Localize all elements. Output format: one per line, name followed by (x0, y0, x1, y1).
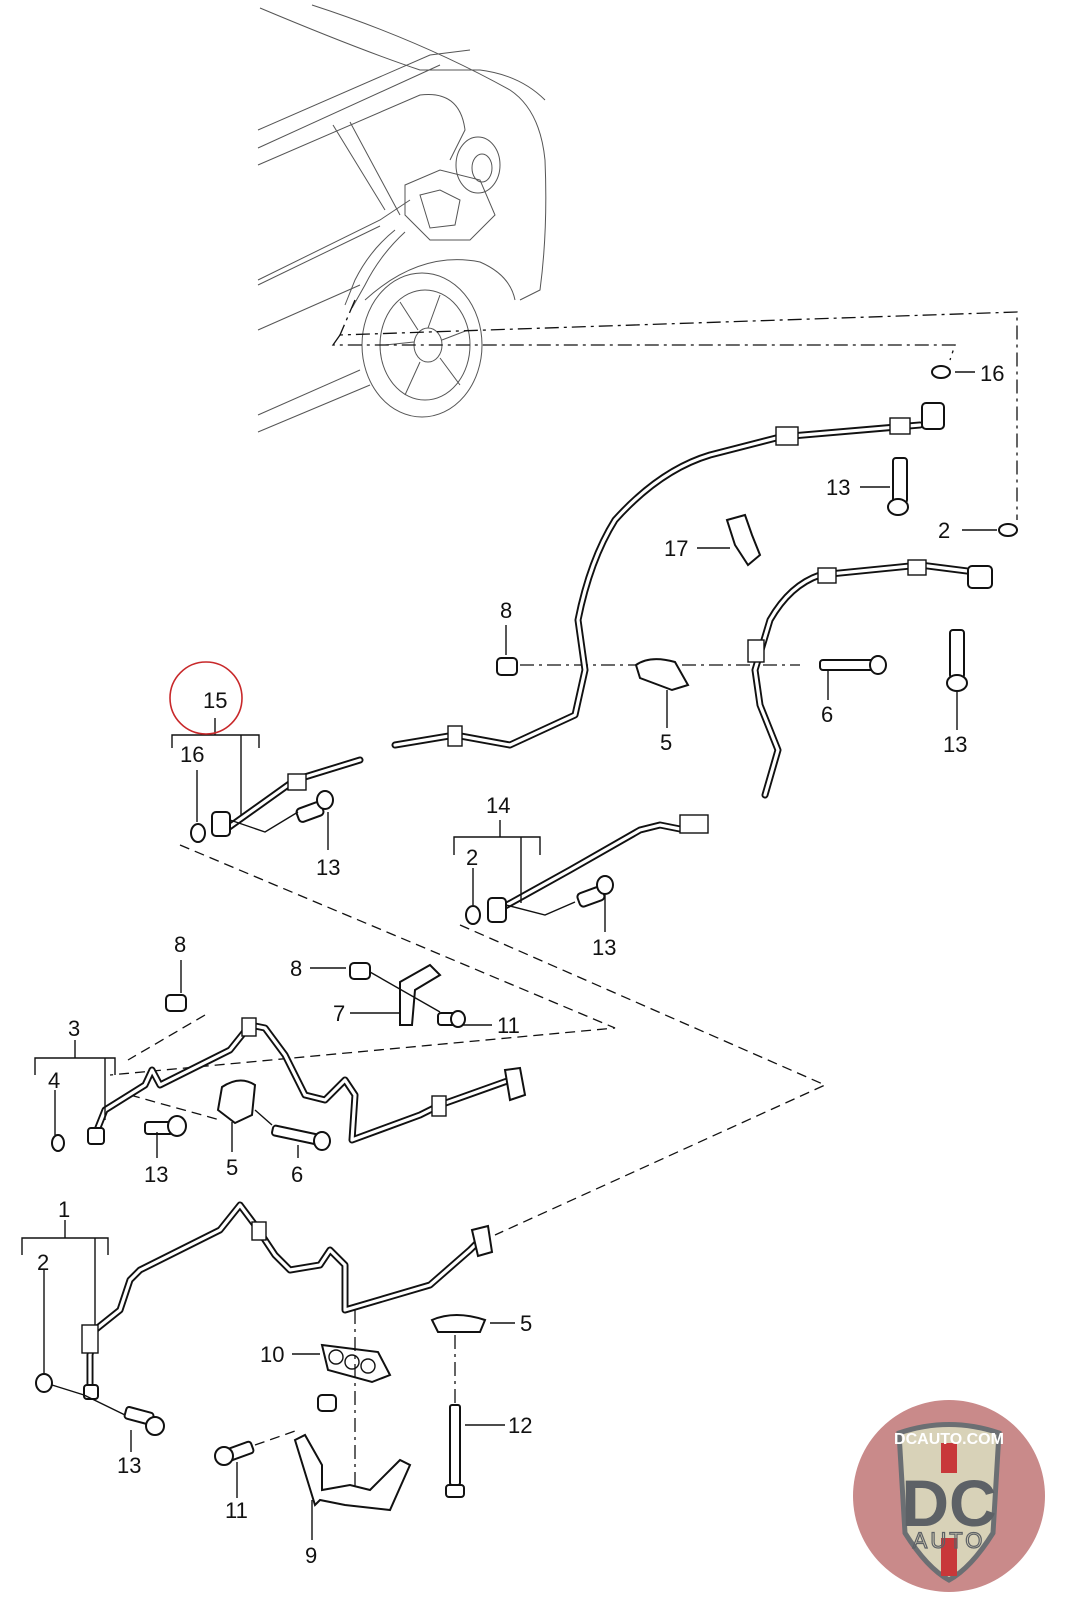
fitting-3-end (503, 1066, 527, 1102)
callout-1[interactable]: 1 (58, 1197, 70, 1222)
callout-9[interactable]: 9 (305, 1543, 317, 1568)
bracket-7 (399, 963, 442, 1026)
callout-6[interactable]: 6 (821, 702, 833, 727)
highlight-circle (169, 661, 243, 735)
fitting-top (921, 402, 945, 430)
fitting-1 (83, 1384, 99, 1400)
o-ring-4 (51, 1134, 65, 1152)
fitting-15 (211, 811, 231, 837)
callout-8[interactable]: 8 (174, 932, 186, 957)
routing-line-inner (331, 334, 956, 361)
callout-16[interactable]: 16 (180, 742, 204, 767)
fitting-mid-right (967, 565, 993, 589)
leader-lines (21, 371, 997, 1540)
logo-shield (896, 1422, 1002, 1583)
callout-8[interactable]: 8 (290, 956, 302, 981)
callout-7[interactable]: 7 (333, 1001, 345, 1026)
o-ring-16-top (931, 365, 951, 379)
callout-13[interactable]: 13 (592, 935, 616, 960)
callout-5[interactable]: 5 (660, 730, 672, 755)
bolt-6-upper (819, 659, 876, 671)
callout-11[interactable]: 11 (497, 1013, 520, 1038)
pipe-line-1 (81, 1201, 484, 1399)
nut-bottom (317, 1394, 337, 1412)
callout-2[interactable]: 2 (938, 518, 950, 543)
clamp-5-upper (634, 658, 690, 692)
bracket-9 (293, 1433, 412, 1512)
callout-5[interactable]: 5 (226, 1155, 238, 1180)
logo-sub: AUTO (913, 1528, 986, 1553)
routing-line-nut (127, 1014, 206, 1061)
callout-13[interactable]: 13 (943, 732, 967, 757)
clamp-5-low (216, 1079, 257, 1125)
bolt-13-right (949, 629, 965, 679)
callout-4[interactable]: 4 (48, 1068, 60, 1093)
routing-line-upper (338, 299, 1018, 520)
o-ring-2-low (35, 1373, 53, 1393)
bolt-12 (449, 1404, 461, 1486)
callout-2[interactable]: 2 (466, 845, 478, 870)
bolt-13-top (892, 457, 908, 504)
vehicle-outline (257, 4, 547, 433)
callout-16[interactable]: 16 (980, 361, 1004, 386)
callout-13[interactable]: 13 (117, 1453, 141, 1478)
fitting-3 (87, 1127, 105, 1145)
o-ring-2-mid (465, 905, 481, 925)
clip-5-bottom (430, 1314, 487, 1333)
pipe-line-3 (91, 1017, 514, 1144)
callout-14[interactable]: 14 (486, 793, 510, 818)
callouts: 16 13 2 17 8 5 6 13 15 16 13 14 2 13 8 8… (37, 361, 1004, 1568)
callout-6[interactable]: 6 (291, 1162, 303, 1187)
callout-12[interactable]: 12 (508, 1413, 532, 1438)
o-ring-16-left (190, 823, 206, 843)
callout-2[interactable]: 2 (37, 1250, 49, 1275)
callout-13[interactable]: 13 (316, 855, 340, 880)
dcauto-logo: DCAUTO.COM DC AUTO (853, 1400, 1045, 1592)
callout-15[interactable]: 15 (203, 688, 227, 713)
o-ring-2-top (998, 523, 1018, 537)
fitting-1-end (470, 1224, 494, 1258)
pipe-line-14 (494, 559, 979, 914)
callout-3[interactable]: 3 (68, 1016, 80, 1041)
fitting-14 (487, 897, 507, 923)
clip-17 (725, 513, 762, 567)
routing-line-mid-1 (109, 844, 616, 1076)
callout-8[interactable]: 8 (500, 598, 512, 623)
callout-17[interactable]: 17 (664, 536, 688, 561)
nut-8-upper (496, 657, 518, 676)
callout-5[interactable]: 5 (520, 1311, 532, 1336)
callout-13[interactable]: 13 (144, 1162, 168, 1187)
nut-8-lowmid (349, 962, 371, 980)
callout-11[interactable]: 11 (225, 1498, 248, 1523)
pipe-line-15 (221, 417, 924, 834)
callout-13[interactable]: 13 (826, 475, 850, 500)
nut-8-lowleft (165, 994, 187, 1012)
routing-line-mid-2 (459, 924, 827, 1236)
logo-site: DCAUTO.COM (894, 1431, 1004, 1448)
callout-10[interactable]: 10 (260, 1342, 284, 1367)
logo-mark: DC (901, 1466, 996, 1540)
